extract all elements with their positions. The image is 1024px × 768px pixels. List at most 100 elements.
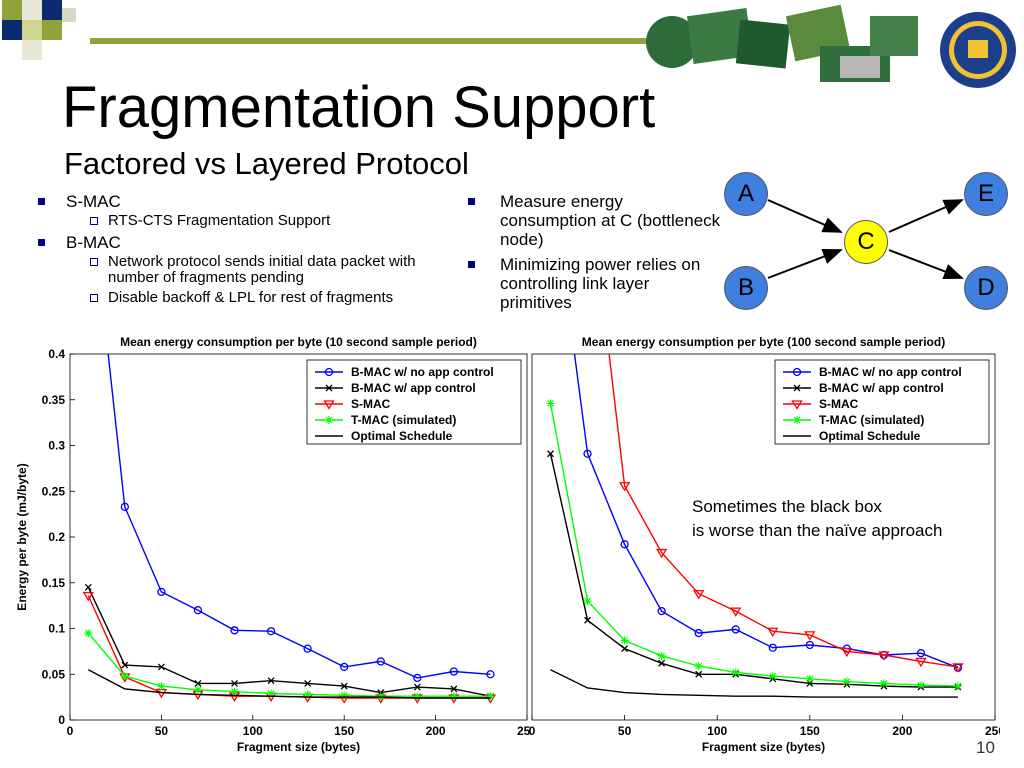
series-line xyxy=(87,669,491,699)
data-point xyxy=(804,631,816,641)
data-point xyxy=(84,629,93,638)
data-point xyxy=(731,625,740,634)
data-point xyxy=(793,384,801,392)
data-point xyxy=(121,661,129,669)
data-point xyxy=(193,685,202,694)
data-point xyxy=(325,384,333,392)
y-tick-label: 0.2 xyxy=(48,530,65,544)
x-tick-label: 150 xyxy=(334,724,354,738)
data-point xyxy=(84,583,92,591)
data-point xyxy=(120,502,129,511)
x-tick-label: 100 xyxy=(707,724,727,738)
sub-bullet: Disable backoff & LPL for rest of fragme… xyxy=(30,290,460,306)
data-point xyxy=(157,587,166,597)
slide-subtitle: Factored vs Layered Protocol xyxy=(64,146,469,181)
data-point xyxy=(694,628,703,638)
data-point xyxy=(304,679,312,687)
data-point xyxy=(620,636,629,645)
slide-title: Fragmentation Support xyxy=(62,75,656,140)
data-point xyxy=(267,677,275,685)
series xyxy=(546,399,962,691)
data-point xyxy=(193,606,203,615)
x-tick-label: 250 xyxy=(985,724,1000,738)
data-point xyxy=(303,690,312,699)
data-point xyxy=(916,649,926,658)
sub-bullet: RTS-CTS Fragmentation Support xyxy=(30,213,460,229)
data-point xyxy=(546,399,555,408)
data-point xyxy=(731,668,740,677)
plot-frame xyxy=(531,353,996,721)
page-number: 10 xyxy=(976,738,995,757)
y-tick-label: 0.3 xyxy=(48,439,65,453)
series xyxy=(87,669,491,699)
plot-area xyxy=(546,354,964,698)
data-point xyxy=(583,597,592,606)
data-point xyxy=(879,679,888,688)
annotation-line-1: Sometimes the black box xyxy=(692,497,882,516)
data-point xyxy=(324,367,334,377)
data-point xyxy=(915,657,927,668)
node-c: C xyxy=(844,220,888,264)
y-tick-label: 0.25 xyxy=(42,484,66,498)
data-point xyxy=(657,606,666,616)
series-line xyxy=(107,354,491,679)
data-point xyxy=(730,607,742,617)
series xyxy=(608,354,964,673)
x-axis-label: Fragment size (bytes) xyxy=(237,740,360,754)
x-tick-label: 0 xyxy=(67,724,74,738)
data-point xyxy=(620,540,629,549)
series xyxy=(107,354,495,683)
y-tick-label: 0 xyxy=(58,713,65,727)
chart-title: Mean energy consumption per byte (10 sec… xyxy=(120,335,477,349)
legend-label: B-MAC w/ no app control xyxy=(819,365,962,379)
data-point xyxy=(621,645,629,653)
x-tick-label: 200 xyxy=(426,724,446,738)
data-point xyxy=(450,685,458,693)
bullet-measure: Measure energy consumption at C (bottlen… xyxy=(462,192,722,249)
data-point xyxy=(413,692,422,701)
series-line xyxy=(87,632,491,697)
data-point xyxy=(953,682,962,691)
data-point xyxy=(655,548,668,559)
plot-area xyxy=(82,354,497,704)
sensor-boards-graphic xyxy=(646,4,918,82)
series xyxy=(547,450,962,691)
data-point xyxy=(583,449,592,458)
series-line xyxy=(549,403,959,687)
node-a: A xyxy=(724,172,768,216)
data-point xyxy=(157,663,165,671)
corner-squares-graphic xyxy=(2,0,76,60)
data-point xyxy=(340,691,349,700)
chart-annotation: Sometimes the black box is worse than th… xyxy=(692,495,942,543)
data-point xyxy=(486,692,495,701)
bullet-bmac: B-MAC xyxy=(30,233,460,252)
data-point xyxy=(842,677,851,686)
data-point xyxy=(376,657,385,666)
legend-box xyxy=(306,359,522,445)
data-point xyxy=(805,674,814,683)
series-line xyxy=(550,669,958,698)
series-line xyxy=(608,354,959,668)
data-point xyxy=(194,679,202,687)
y-axis-label: Energy per byte (mJ/byte) xyxy=(15,463,29,610)
legend-label: B-MAC w/ app control xyxy=(351,381,476,395)
data-point xyxy=(768,643,777,652)
sensor-boards-photo xyxy=(640,0,930,92)
legend-label: T-MAC (simulated) xyxy=(819,413,924,427)
header-rule xyxy=(90,38,650,44)
bullet-smac: S-MAC xyxy=(30,192,460,211)
y-tick-label: 0.35 xyxy=(42,393,66,407)
data-point xyxy=(120,672,129,681)
data-point xyxy=(792,367,802,377)
data-point xyxy=(231,679,238,687)
data-point xyxy=(325,416,333,424)
data-point xyxy=(693,590,705,600)
sub-bullet: Network protocol sends initial data pack… xyxy=(30,254,460,286)
data-point xyxy=(916,681,925,690)
legend-label: B-MAC w/ no app control xyxy=(351,365,494,379)
data-point xyxy=(413,673,422,683)
data-point xyxy=(767,627,779,638)
series-line xyxy=(87,587,491,697)
series xyxy=(550,669,958,698)
